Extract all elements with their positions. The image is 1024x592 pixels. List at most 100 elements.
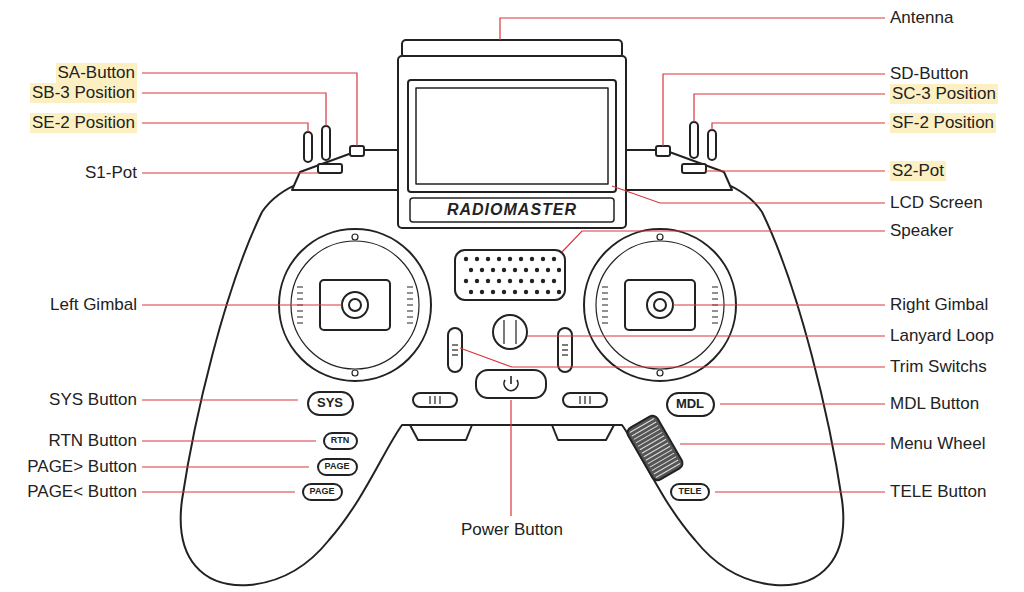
gimbal-screw (657, 234, 663, 240)
part-label: SF-2 Position (890, 113, 996, 133)
leader-line (142, 304, 342, 305)
gimbal-stick (342, 292, 368, 318)
gimbal-tick (712, 317, 718, 318)
lanyard-loop (493, 315, 527, 349)
button-text: PAGE (325, 462, 350, 472)
grille-hole (469, 268, 473, 272)
leader-line (712, 123, 885, 130)
grille-hole (557, 290, 561, 294)
part-label: Menu Wheel (890, 434, 985, 454)
grille-hole (480, 268, 484, 272)
gimbal-tick (407, 299, 413, 300)
trim-switch (558, 328, 572, 372)
part-label: SD-Button (890, 64, 968, 84)
leader-line (680, 443, 885, 444)
part-label: Antenna (890, 8, 953, 28)
sa-button (350, 146, 364, 156)
part-label: SB-3 Position (30, 83, 137, 103)
gimbal-tick (712, 323, 718, 324)
leader-line (142, 93, 326, 126)
trim-grip (562, 349, 568, 350)
gimbal-tick (602, 299, 608, 300)
trim-grip (589, 396, 590, 404)
trim-grip (429, 396, 430, 404)
grille-hole (497, 257, 501, 261)
grille-hole (530, 257, 534, 261)
toggle-switch (322, 126, 330, 160)
gimbal-tick (602, 305, 608, 306)
gimbal-tick (297, 311, 303, 312)
grille-hole (535, 290, 539, 294)
button: TELE (670, 483, 710, 501)
trim-grip (584, 396, 585, 404)
part-label: PAGE< Button (27, 482, 137, 502)
grille-hole (541, 279, 545, 283)
sd-button (656, 146, 670, 156)
leader-line (706, 170, 885, 171)
logo-plate (410, 198, 614, 222)
gimbal-tick (297, 293, 303, 294)
part-label: SYS Button (49, 390, 137, 410)
leader-line (612, 186, 885, 203)
grille-hole (491, 268, 495, 272)
gimbal-tick (602, 293, 608, 294)
gimbal-tick (602, 323, 608, 324)
leader-line (500, 18, 885, 40)
grille-hole (480, 290, 484, 294)
gimbal-tick (407, 317, 413, 318)
speaker (455, 250, 565, 300)
grille-hole (513, 290, 517, 294)
grille-hole (469, 290, 473, 294)
grille-hole (557, 268, 561, 272)
leader-line (460, 348, 885, 367)
menu-wheel (625, 414, 684, 483)
button: MDL (666, 392, 715, 417)
grille-hole (519, 279, 523, 283)
power-icon (510, 376, 512, 384)
trim-grip (452, 349, 458, 350)
leader-line (694, 94, 885, 122)
grille-hole (486, 279, 490, 283)
gimbal-tick (712, 311, 718, 312)
trim-grip (579, 396, 580, 404)
part-label: LCD Screen (890, 193, 983, 213)
grille-hole (497, 279, 501, 283)
part-label: Right Gimbal (890, 295, 988, 315)
button: RTN (323, 432, 358, 450)
wheel-ridge (656, 464, 680, 478)
trim-grip (452, 344, 458, 345)
trim-switch (448, 328, 462, 372)
grille-hole (535, 268, 539, 272)
part-label: SE-2 Position (30, 113, 137, 133)
s2-pot (682, 164, 706, 173)
gimbal-tick (407, 305, 413, 306)
gimbal-tick (297, 287, 303, 288)
part-label: MDL Button (890, 394, 979, 414)
gimbal-tick (407, 323, 413, 324)
s1-pot (318, 164, 342, 173)
leader-line (562, 231, 885, 252)
lanyard-inner (504, 320, 516, 344)
trim-switch (563, 393, 607, 407)
part-label: S2-Pot (890, 161, 946, 181)
part-label: S1-Pot (85, 163, 137, 183)
leader-line (142, 73, 357, 146)
grille-hole (530, 279, 534, 283)
grille-hole (508, 279, 512, 283)
gimbal-ticks (297, 287, 718, 323)
part-label: Power Button (461, 520, 563, 540)
leader-line (715, 491, 885, 492)
gimbal-tick (602, 287, 608, 288)
leader-line (142, 172, 318, 173)
trim-grip (562, 354, 568, 355)
grille-hole (508, 257, 512, 261)
trim-grip (434, 396, 435, 404)
button-text: MDL (676, 397, 704, 411)
button-text: PAGE (310, 487, 335, 497)
gimbal-tick (407, 293, 413, 294)
gimbal-stick (349, 299, 361, 311)
part-label: Lanyard Loop (890, 326, 994, 346)
part-label: SA-Button (56, 63, 138, 83)
